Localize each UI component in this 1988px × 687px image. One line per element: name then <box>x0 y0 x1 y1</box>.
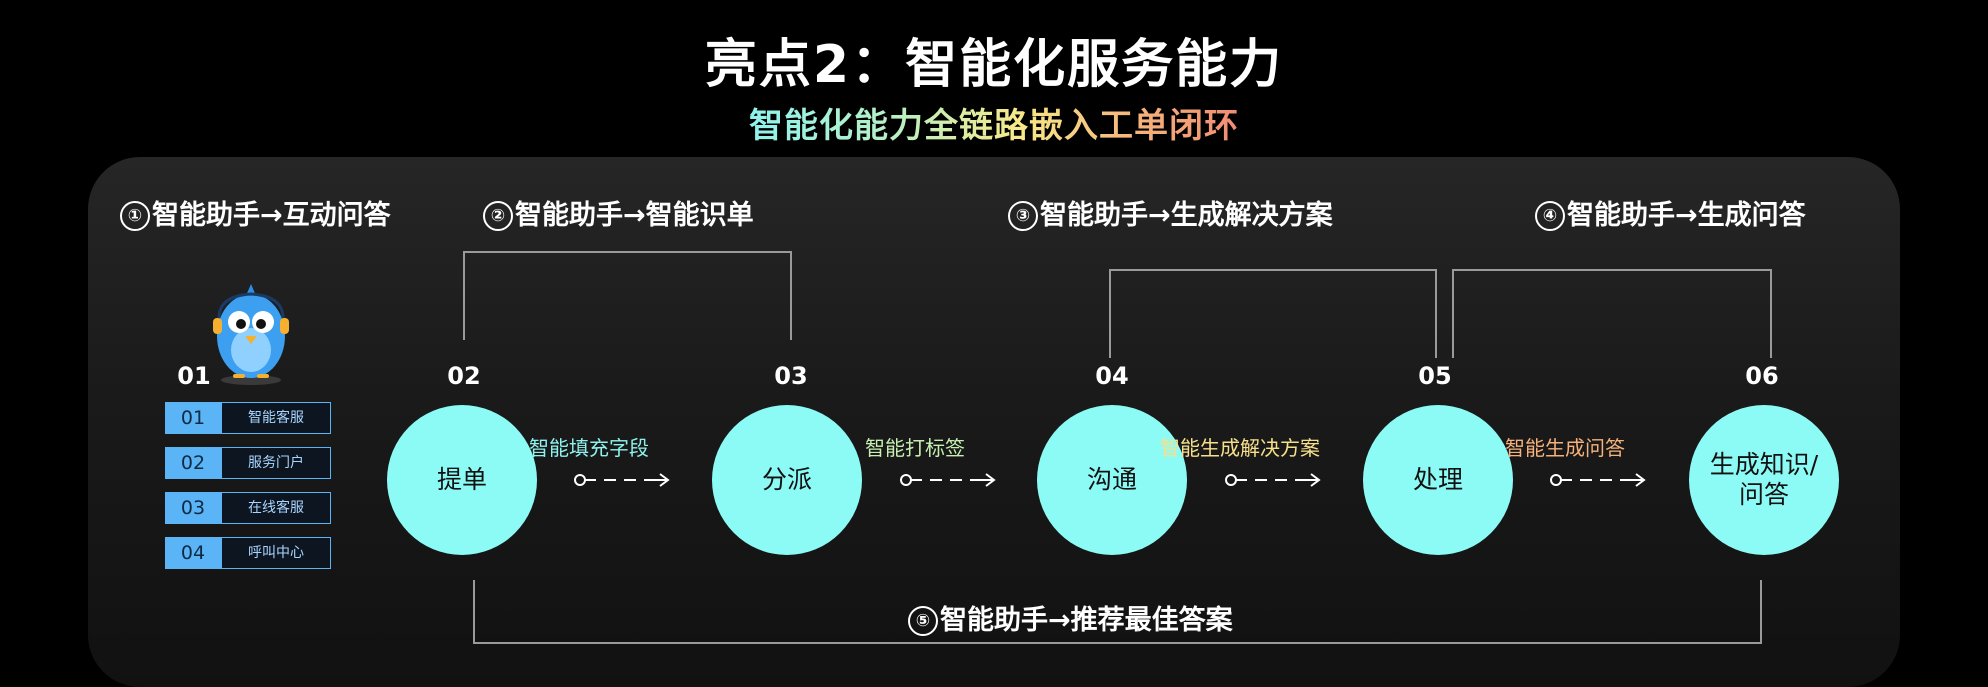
step-02-number: 02 <box>447 362 481 390</box>
bracket-04-05 <box>1109 269 1437 358</box>
channel-item-4-number: 04 <box>165 537 221 569</box>
channel-item-4-label: 呼叫中心 <box>221 537 331 569</box>
edge-label-1: 智能填充字段 <box>529 436 649 460</box>
connector-lines <box>463 251 1772 644</box>
channel-item-1[interactable]: 01 智能客服 <box>165 402 331 434</box>
bracket-02-06 <box>473 580 1762 644</box>
content-panel <box>88 157 1900 687</box>
step-05-number: 05 <box>1418 362 1452 390</box>
channel-item-4[interactable]: 04 呼叫中心 <box>165 537 331 569</box>
node-dispatch-label: 分派 <box>761 465 812 494</box>
feature-3-text: 智能助手→生成解决方案 <box>1040 200 1333 231</box>
channel-item-2[interactable]: 02 服务门户 <box>165 447 331 479</box>
edge-label-2: 智能打标签 <box>865 436 965 460</box>
subtitle-text: 智能化能力全链路嵌入工单闭环 <box>749 106 1239 146</box>
node-process: 处理 <box>1363 405 1513 555</box>
feature-5-text: 智能助手→推荐最佳答案 <box>940 605 1233 636</box>
bracket-02-03 <box>463 251 792 340</box>
blue-bird-mascot-icon <box>213 284 289 385</box>
step-06-number: 06 <box>1745 362 1779 390</box>
bracket-05-06 <box>1452 269 1772 358</box>
node-communicate-label: 沟通 <box>1086 465 1137 494</box>
channel-item-3[interactable]: 03 在线客服 <box>165 492 331 524</box>
channel-item-1-label: 智能客服 <box>221 402 331 434</box>
feature-2-text: 智能助手→智能识单 <box>515 200 754 231</box>
channel-item-1-number: 01 <box>165 402 221 434</box>
channel-item-2-number: 02 <box>165 447 221 479</box>
feature-3-number: ③ <box>1008 201 1038 231</box>
step-01-number: 01 <box>177 362 211 390</box>
dashed-arrow-icon <box>1225 473 1321 487</box>
dashed-arrow-icon <box>900 473 996 487</box>
channel-item-3-number: 03 <box>165 492 221 524</box>
node-dispatch: 分派 <box>712 405 862 555</box>
feature-1-number: ① <box>120 201 150 231</box>
channel-item-3-label: 在线客服 <box>221 492 331 524</box>
page-subtitle: 智能化能力全链路嵌入工单闭环 <box>0 98 1988 147</box>
step-04-number: 04 <box>1095 362 1129 390</box>
channel-item-2-label: 服务门户 <box>221 447 331 479</box>
node-submit-label: 提单 <box>436 465 487 494</box>
feature-4-text: 智能助手→生成问答 <box>1567 200 1806 231</box>
feature-2-number: ② <box>483 201 513 231</box>
feature-4-number: ④ <box>1535 201 1565 231</box>
node-generate-knowledge: 生成知识/问答 <box>1689 405 1839 555</box>
edge-label-3: 智能生成解决方案 <box>1160 436 1320 460</box>
node-generate-knowledge-label: 生成知识/问答 <box>1709 450 1819 509</box>
edge-label-4: 智能生成问答 <box>1505 436 1625 460</box>
step-03-number: 03 <box>774 362 808 390</box>
page-title: 亮点2：智能化服务能力 <box>704 35 1284 95</box>
dashed-arrow-icon <box>574 473 670 487</box>
node-submit: 提单 <box>387 405 537 555</box>
dashed-arrow-icon <box>1550 473 1646 487</box>
node-process-label: 处理 <box>1412 465 1463 494</box>
feature-1-text: 智能助手→互动问答 <box>152 200 391 231</box>
feature-5-number: ⑤ <box>908 606 938 636</box>
node-communicate: 沟通 <box>1037 405 1187 555</box>
